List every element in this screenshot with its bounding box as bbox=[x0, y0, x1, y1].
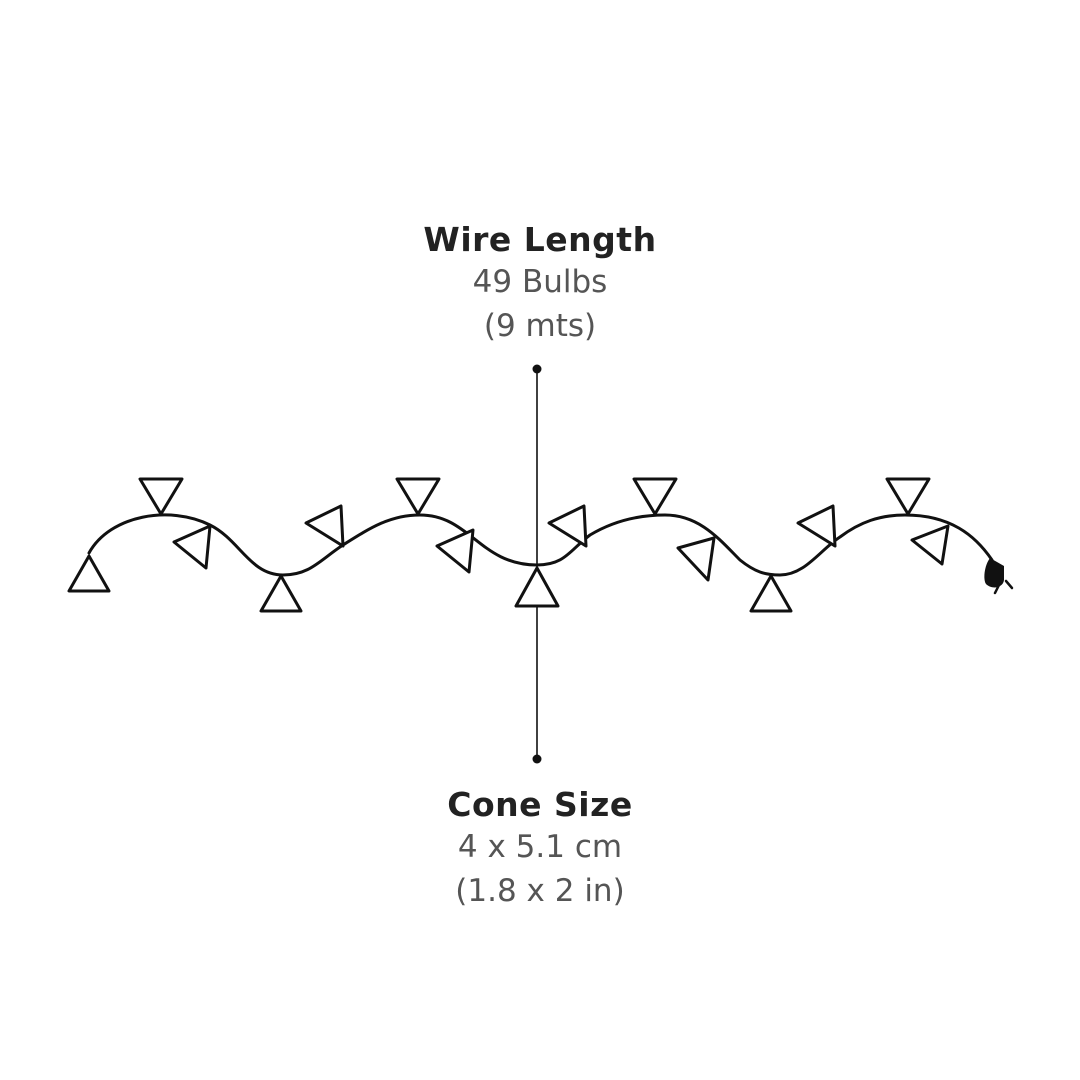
bulb-icon bbox=[138, 477, 184, 516]
cone-size-in: (1.8 x 2 in) bbox=[455, 873, 625, 909]
cone-size-title: Cone Size bbox=[447, 785, 633, 824]
cone-size-cm: 4 x 5.1 cm bbox=[457, 829, 623, 865]
bulb-icon bbox=[259, 574, 303, 613]
bulb-icon bbox=[304, 504, 345, 548]
wire bbox=[87, 513, 994, 577]
bulb-icon bbox=[435, 528, 475, 574]
bulb-icon bbox=[885, 477, 931, 516]
bulb-icon bbox=[796, 504, 837, 548]
bulb-icon bbox=[910, 524, 950, 566]
bulb-icon bbox=[395, 477, 441, 516]
bulb-icon bbox=[172, 524, 212, 570]
bulb-icon bbox=[547, 504, 588, 548]
callout-dot-top bbox=[532, 364, 542, 374]
bulb-icon bbox=[632, 477, 678, 516]
bulb-icon bbox=[67, 554, 111, 593]
wire-length-label: Wire Length 49 Bulbs (9 mts) bbox=[0, 220, 1080, 348]
plug-icon bbox=[984, 558, 1014, 595]
cone-size-label: Cone Size 4 x 5.1 cm (1.8 x 2 in) bbox=[0, 785, 1080, 913]
wire-length-meters: (9 mts) bbox=[483, 308, 597, 344]
bulbs bbox=[67, 477, 950, 613]
wire-length-bulbs: 49 Bulbs bbox=[472, 264, 608, 300]
bulb-icon bbox=[749, 574, 793, 613]
bulb-icon bbox=[676, 536, 716, 582]
bulb-icon bbox=[514, 566, 560, 608]
wire-length-title: Wire Length bbox=[423, 220, 657, 259]
callout-dot-bottom bbox=[532, 754, 542, 764]
